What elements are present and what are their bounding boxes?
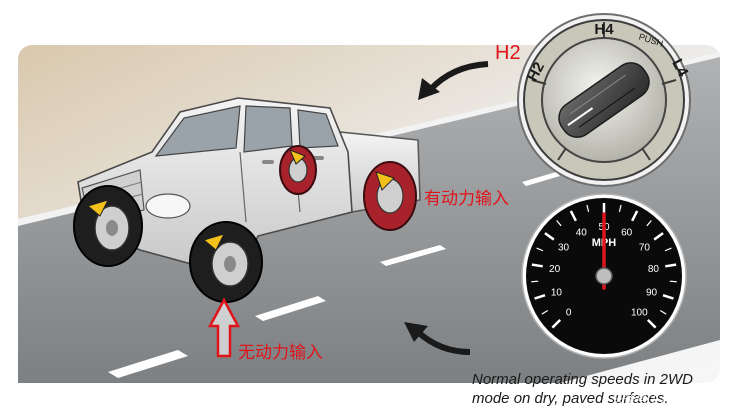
rear-far-wheel [279, 145, 317, 195]
speed-tick [646, 220, 652, 227]
speed-tick [541, 309, 549, 315]
speed-tick-label: 0 [566, 307, 572, 318]
side-window-front [243, 105, 293, 153]
speed-tick [653, 232, 664, 241]
rotation-arrow-icon [86, 199, 109, 217]
knob-label-h4: H4 [594, 21, 614, 38]
windshield [154, 105, 241, 157]
speed-tick [544, 232, 555, 241]
speed-tick [662, 293, 674, 300]
speed-tick [536, 247, 544, 252]
speed-tick-label: 80 [648, 264, 660, 275]
speed-tick-label: 90 [646, 287, 658, 298]
speed-tick [531, 280, 539, 283]
rotation-arrow-icon [289, 149, 306, 165]
front-far-wheel [73, 185, 143, 267]
knob-handle [558, 62, 650, 138]
powered-wheel-label: 有动力输入 [424, 189, 509, 209]
speed-tick-label: 10 [551, 287, 563, 298]
speed-tick [551, 318, 562, 329]
front-near-wheel [189, 221, 263, 303]
speed-tick [569, 210, 577, 222]
needle-hub [595, 267, 613, 285]
rotation-arrow-icon [202, 233, 225, 251]
speed-tick-label: 60 [621, 227, 633, 238]
speed-tick [618, 204, 622, 212]
4wd-selector-knob: H4 PUSH L4 H2 [517, 13, 692, 187]
speed-tick [665, 263, 677, 268]
curved-arrow-bottom [415, 329, 471, 355]
speed-tick [631, 210, 639, 222]
speed-tick-label: 20 [549, 264, 561, 275]
speed-tick-label: 40 [576, 227, 588, 238]
side-window-rear [297, 109, 339, 149]
knob-indicator [567, 107, 594, 127]
knob-label-l4: L4 [668, 56, 692, 80]
unpowered-wheel-label: 无动力输入 [238, 343, 323, 363]
speed-tick [531, 263, 543, 268]
speed-tick [659, 309, 667, 315]
rotation-arrow-icon [375, 171, 395, 191]
mode-label-h2: H2 [495, 42, 521, 64]
pointer-arrow-icon [207, 297, 241, 358]
rear-near-wheel [363, 161, 417, 231]
speed-tick [646, 318, 657, 329]
speed-tick-label: 100 [631, 307, 648, 318]
speed-tick [664, 247, 672, 252]
watermark: 头条号 / 汽车 [612, 392, 684, 406]
speed-tick [556, 220, 562, 227]
speed-tick [669, 280, 677, 283]
caption-line-2: mode on dry, paved surfaces. [472, 390, 669, 407]
speedometer-ticks [531, 203, 677, 329]
caption-line-1: Normal operating speeds in 2WD [472, 371, 693, 388]
speed-tick [534, 293, 546, 300]
speed-tick-label: 70 [639, 243, 651, 254]
lane-markings [108, 172, 560, 378]
headlight [145, 193, 191, 219]
speedometer: 0102030405060708090100 MPH [521, 193, 687, 359]
curved-arrow-top [427, 61, 489, 93]
speed-tick [586, 204, 590, 212]
caption: Normal operating speeds in 2WD mode on d… [472, 370, 734, 408]
speed-tick-label: 30 [558, 243, 570, 254]
